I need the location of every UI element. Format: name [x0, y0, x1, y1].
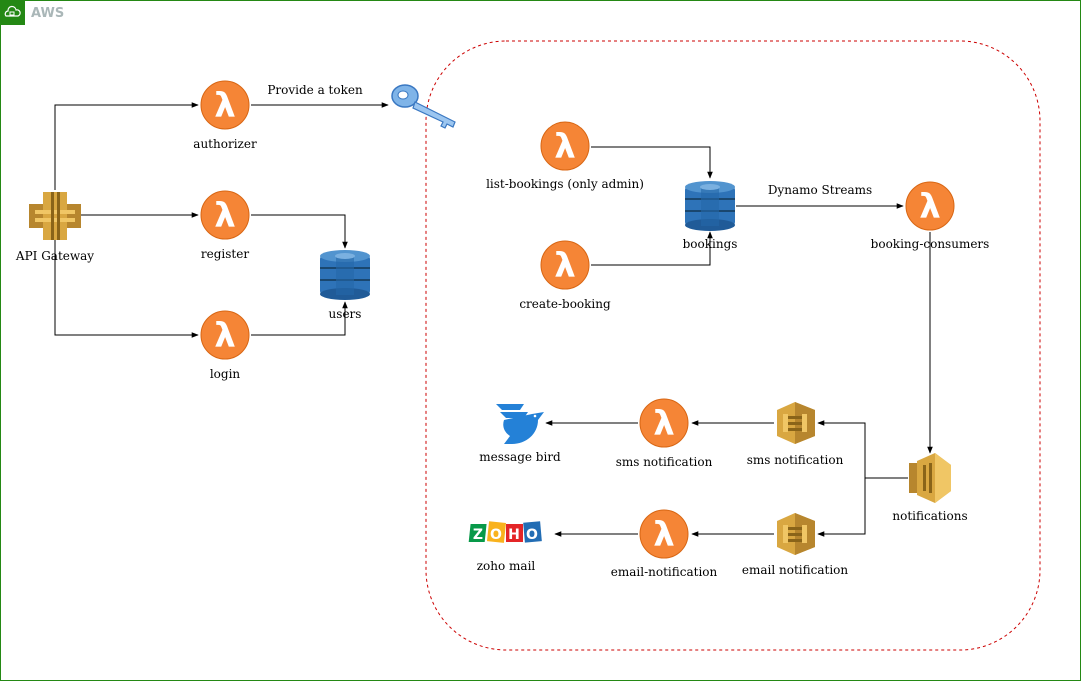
connector-lines — [54, 102, 933, 537]
login-lambda-icon — [200, 310, 250, 360]
booking-consumers-lambda-icon — [905, 181, 955, 231]
aws-group-title: AWS — [31, 6, 65, 21]
users-dynamodb-icon — [320, 250, 370, 300]
sms-lambda-label: sms notification — [615, 455, 713, 469]
list-bookings-label: list-bookings (only admin) — [486, 177, 644, 191]
dashed-region — [425, 40, 1041, 651]
aws-cloud-icon — [0, 0, 25, 25]
create-booking-label: create-booking — [519, 297, 611, 311]
zoho-logo-icon: Z O H O — [468, 521, 542, 543]
sms-queue-label: sms notification — [746, 453, 844, 467]
email-queue-label: email notification — [741, 563, 849, 577]
email-queue-icon — [777, 513, 815, 555]
message-bird-label: message bird — [479, 450, 561, 464]
register-label: register — [200, 247, 250, 261]
api-gateway-icon — [29, 192, 81, 240]
email-lambda-label: email-notification — [610, 565, 718, 579]
users-label: users — [328, 307, 362, 321]
login-label: login — [209, 367, 241, 381]
email-lambda-icon — [639, 509, 689, 559]
message-bird-icon — [496, 404, 544, 444]
notifications-sns-icon — [909, 453, 951, 503]
provide-token-edge-label: Provide a token — [267, 83, 363, 97]
api-gateway-label: API Gateway — [15, 249, 95, 263]
bookings-label: bookings — [682, 237, 738, 251]
notifications-label: notifications — [892, 509, 968, 523]
key-icon — [391, 84, 456, 129]
zoho-letter-h: H — [508, 527, 520, 543]
zoho-letter-o1: O — [490, 527, 502, 543]
authorizer-label: authorizer — [193, 137, 257, 151]
authorizer-lambda-icon — [200, 80, 250, 130]
register-lambda-icon — [200, 190, 250, 240]
sms-queue-icon — [777, 402, 815, 444]
list-bookings-lambda-icon — [540, 121, 590, 171]
create-booking-lambda-icon — [540, 240, 590, 290]
sms-lambda-icon — [639, 398, 689, 448]
zoho-mail-label: zoho mail — [476, 559, 536, 573]
zoho-letter-z: Z — [473, 527, 483, 543]
bookings-dynamodb-icon — [685, 181, 735, 231]
booking-consumers-label: booking-consumers — [870, 237, 990, 251]
zoho-letter-o2: O — [526, 527, 538, 543]
dynamo-streams-edge-label: Dynamo Streams — [767, 183, 873, 197]
